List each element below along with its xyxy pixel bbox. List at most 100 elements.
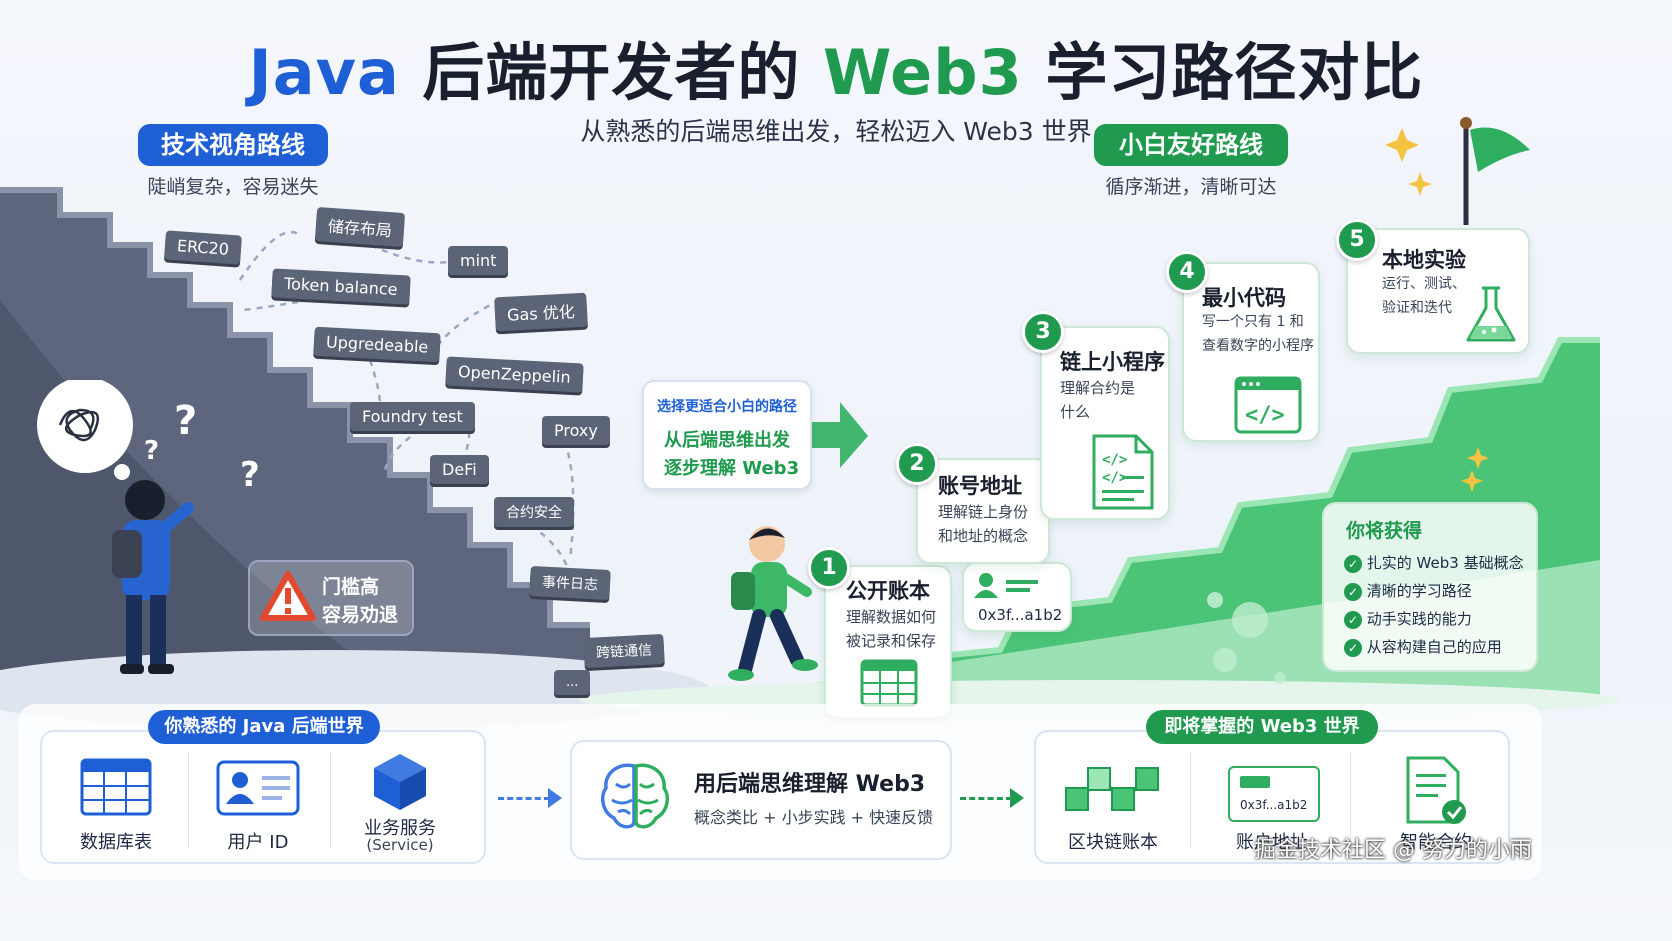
step-title: 公开账本 bbox=[846, 579, 930, 603]
user-id-card-icon bbox=[216, 760, 300, 816]
check-icon: ✓ bbox=[1344, 582, 1362, 601]
java-world-pill: 你熟悉的 Java 后端世界 bbox=[148, 710, 380, 744]
tag-foundry: Foundry test bbox=[350, 402, 475, 431]
step-desc-line2: 和地址的概念 bbox=[938, 527, 1029, 545]
choice-line2: 逐步理解 Web3 bbox=[664, 458, 800, 479]
svg-text:</>: </> bbox=[1102, 452, 1127, 468]
database-table-icon bbox=[80, 758, 152, 816]
arrow-head-left-icon bbox=[548, 788, 562, 808]
warning-box: 门槛高 容易劝退 bbox=[248, 560, 414, 636]
step-title: 最小代码 bbox=[1202, 286, 1286, 310]
flask-icon bbox=[1466, 286, 1516, 342]
service-label: 业务服务 bbox=[364, 818, 436, 839]
step-desc-line2: 被记录和保存 bbox=[846, 632, 937, 650]
web3-world-pill: 即将掌握的 Web3 世界 bbox=[1146, 710, 1378, 744]
tag-storage: 储存布局 bbox=[314, 206, 406, 248]
address-chip-text: 0x3f...a1b2 bbox=[1240, 798, 1308, 812]
choice-heading: 选择更适合小白的路径 bbox=[657, 399, 797, 415]
gains-box: 你将获得 ✓ 扎实的 Web3 基础概念 ✓ 清晰的学习路径 ✓ 动手实践的能力… bbox=[1322, 502, 1538, 672]
service-cube-icon bbox=[374, 754, 426, 810]
tag-mint: mint bbox=[448, 246, 509, 275]
choice-box: 选择更适合小白的路径 从后端思维出发 逐步理解 Web3 bbox=[642, 380, 812, 490]
address-card: 0x3f...a1b2 bbox=[962, 562, 1072, 632]
step-desc-line2: 查看数字的小程序 bbox=[1202, 338, 1314, 354]
step-number-3: 3 bbox=[1022, 311, 1064, 353]
step-number-5: 5 bbox=[1336, 219, 1378, 261]
page-title: Java 后端开发者的 Web3 学习路径对比 bbox=[0, 22, 1672, 112]
dashed-arrow-left bbox=[498, 797, 550, 800]
step-desc-line2: 验证和迭代 bbox=[1382, 300, 1452, 316]
address-chip: 0x3f...a1b2 bbox=[1228, 766, 1320, 822]
page-subtitle: 从熟悉的后端思维出发，轻松迈入 Web3 世界 bbox=[580, 117, 1092, 146]
blockchain-ledger-label: 区块链账本 bbox=[1068, 832, 1158, 853]
right-route-pill: 小白友好路线 bbox=[1094, 124, 1288, 166]
title-java: Java bbox=[248, 36, 400, 109]
tag-gas: Gas 优化 bbox=[494, 292, 588, 332]
gains-title: 你将获得 bbox=[1346, 520, 1423, 542]
step-card-3: 链上小程序 理解合约是 什么 </> </> bbox=[1040, 326, 1170, 520]
step-desc-line2: 什么 bbox=[1060, 403, 1091, 421]
right-route-caption: 循序渐进，清晰可达 bbox=[1105, 176, 1277, 198]
arrow-head-right-icon bbox=[1010, 788, 1024, 808]
database-table-label: 数据库表 bbox=[80, 832, 152, 853]
confused-student-illustration bbox=[37, 380, 194, 674]
step-card-5: 本地实验 运行、测试、 验证和迭代 bbox=[1346, 228, 1530, 354]
question-mark-2: ? bbox=[144, 436, 160, 466]
gains-item: ✓ 扎实的 Web3 基础概念 bbox=[1344, 552, 1524, 573]
step-card-2: 账号地址 理解链上身份 和地址的概念 bbox=[916, 458, 1050, 564]
warning-line2: 容易劝退 bbox=[322, 604, 399, 626]
step-number-2: 2 bbox=[896, 443, 938, 485]
step-desc-line1: 理解链上身份 bbox=[938, 503, 1029, 521]
bridge-subtitle: 概念类比 + 小步实践 + 快速反馈 bbox=[694, 808, 934, 827]
step-title: 账号地址 bbox=[938, 474, 1022, 498]
divider bbox=[1350, 752, 1351, 848]
step-desc-line1: 理解合约是 bbox=[1060, 379, 1136, 397]
divider bbox=[330, 752, 331, 848]
address-chip-bar bbox=[1240, 776, 1270, 788]
code-file-icon: </> </> bbox=[1092, 434, 1154, 510]
title-end: 学习路径对比 bbox=[1022, 36, 1424, 109]
step-card-4: 最小代码 写一个只有 1 和 查看数字的小程序 </> bbox=[1182, 262, 1320, 442]
step-desc-line1: 运行、测试、 bbox=[1382, 276, 1466, 292]
step-number-1: 1 bbox=[808, 547, 850, 589]
left-route-caption: 陡峭复杂，容易迷失 bbox=[147, 176, 319, 198]
user-id-label: 用户 ID bbox=[227, 832, 289, 853]
tag-event-log: 事件日志 bbox=[529, 565, 611, 601]
step-desc-line1: 写一个只有 1 和 bbox=[1202, 314, 1304, 330]
title-web3: Web3 bbox=[823, 36, 1023, 109]
user-id-icon bbox=[974, 573, 1038, 598]
gains-item: ✓ 从容构建自己的应用 bbox=[1344, 636, 1502, 657]
divider bbox=[188, 752, 189, 848]
step-desc-line1: 理解数据如何 bbox=[846, 608, 937, 626]
gains-item: ✓ 清晰的学习路径 bbox=[1344, 580, 1472, 601]
blockchain-icon bbox=[1065, 767, 1159, 811]
svg-text:</>: </> bbox=[1102, 470, 1127, 486]
step-card-1: 公开账本 理解数据如何 被记录和保存 bbox=[824, 565, 952, 719]
step-title: 本地实验 bbox=[1382, 248, 1466, 272]
tag-defi: DeFi bbox=[430, 455, 489, 484]
account-address-label: 账户地址 bbox=[1236, 832, 1308, 853]
question-mark-1: ? bbox=[174, 398, 198, 444]
tag-security: 合约安全 bbox=[494, 497, 574, 527]
smart-contract-label: 智能合约 bbox=[1400, 832, 1472, 853]
table-icon bbox=[860, 659, 918, 707]
gains-item: ✓ 动手实践的能力 bbox=[1344, 608, 1472, 629]
svg-text:</>: </> bbox=[1245, 403, 1285, 428]
tag-proxy: Proxy bbox=[542, 416, 610, 445]
code-window-icon: </> bbox=[1234, 376, 1302, 434]
step-title: 链上小程序 bbox=[1060, 350, 1165, 374]
step-number-4: 4 bbox=[1166, 251, 1208, 293]
green-arrow-icon bbox=[800, 402, 868, 468]
tag-ellipsis: ... bbox=[554, 670, 591, 695]
dashed-arrow-right bbox=[960, 797, 1012, 800]
tag-erc20: ERC20 bbox=[164, 230, 242, 265]
service-sublabel: (Service) bbox=[366, 836, 434, 854]
smart-contract-icon bbox=[1406, 756, 1466, 824]
check-icon: ✓ bbox=[1344, 638, 1362, 657]
brain-icon bbox=[600, 763, 670, 829]
choice-line1: 从后端思维出发 bbox=[664, 430, 790, 451]
question-mark-3: ? bbox=[240, 455, 260, 495]
tag-crosschain: 跨链通信 bbox=[583, 633, 665, 669]
watermark: 掘金技术社区 @ 努力的小雨 bbox=[1254, 838, 1532, 863]
bridge-title: 用后端思维理解 Web3 bbox=[694, 772, 926, 797]
